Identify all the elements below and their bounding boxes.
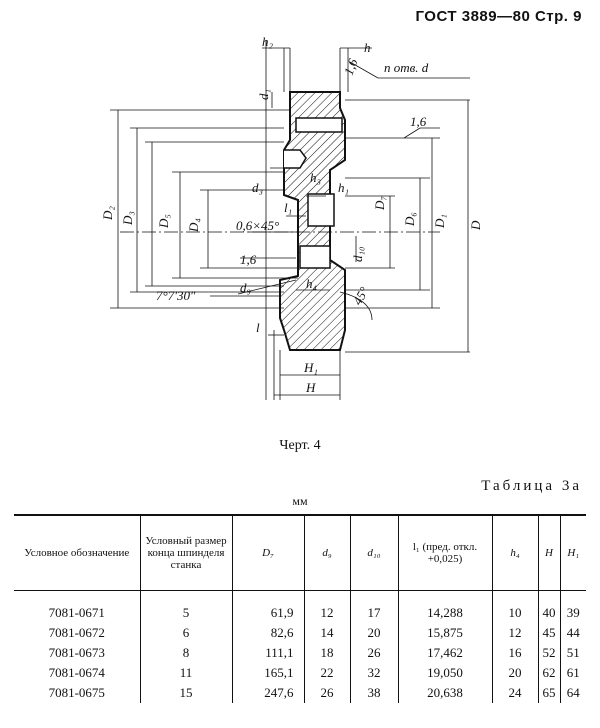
header-d10: d₁₀ <box>349 514 398 591</box>
cell: 24 <box>491 683 538 703</box>
cell: 32 <box>349 663 398 683</box>
cell: 82,6 <box>231 623 304 643</box>
label-h4: h₄ <box>306 276 318 291</box>
cell: 14,288 <box>397 590 492 623</box>
header-D7: D₇ <box>231 514 304 591</box>
cell: 26 <box>349 643 398 663</box>
cell: 20,638 <box>397 683 492 703</box>
table-row: 7081-0674 11 165,1 22 32 19,050 20 62 61 <box>14 663 586 683</box>
page-header: ГОСТ 3889—80 Стр. 9 <box>415 8 582 25</box>
label-taper: 7°7′30″ <box>156 288 196 303</box>
label-holes: n отв. d <box>384 60 429 75</box>
label-D: D <box>468 220 483 231</box>
cell: 11 <box>139 663 232 683</box>
table-row: 7081-0671 5 61,9 12 17 14,288 10 40 39 <box>14 590 586 623</box>
cell: 45 <box>537 623 560 643</box>
label-H: H <box>305 380 316 395</box>
cell: 52 <box>537 643 560 663</box>
label-h1: h₁ <box>338 180 349 195</box>
bore-top <box>295 117 343 133</box>
cell: 18 <box>303 643 350 663</box>
cell: 6 <box>139 623 232 643</box>
cell: 51 <box>559 643 586 663</box>
label-d10: d₁₀ <box>350 246 365 262</box>
figure-caption: Черт. 4 <box>279 438 321 453</box>
cell: 111,1 <box>231 643 304 663</box>
label-D6: D₆ <box>402 212 417 227</box>
cell: 7081-0675 <box>48 685 105 700</box>
cell: 17 <box>349 590 398 623</box>
header-d9: d₉ <box>303 514 350 591</box>
table-unit: мм <box>292 494 308 508</box>
technical-drawing: h₂ h n отв. d 1,6 1,6 1,6 d₁ d₃ h₃ h₁ l₁… <box>100 34 483 400</box>
label-D3: D₃ <box>120 211 135 226</box>
bore-bottom <box>299 245 331 269</box>
cell: 65 <box>537 683 560 703</box>
label-roughness-1: 1,6 <box>341 56 361 77</box>
cell: 14 <box>303 623 350 643</box>
page-number: Стр. 9 <box>534 8 582 25</box>
standard-number: ГОСТ 3889—80 <box>415 8 531 25</box>
cell: 62 <box>537 663 560 683</box>
label-D4: D₄ <box>186 218 201 233</box>
cell: 7081-0673 <box>48 645 105 660</box>
label-h2: h₂ <box>262 34 274 49</box>
cell: 12 <box>303 590 350 623</box>
header-H: H <box>537 514 560 591</box>
header-spindle-size: Условный размер конца шпинделя станка <box>139 514 232 591</box>
label-D1: D₁ <box>432 214 447 229</box>
label-d1: d₁ <box>256 89 271 100</box>
cell: 15 <box>139 683 232 703</box>
cell: 7081-0672 <box>48 625 105 640</box>
table-row: 7081-0672 6 82,6 14 20 15,875 12 45 44 <box>14 623 586 643</box>
cell: 8 <box>139 643 232 663</box>
table-row: 7081-0673 8 111,1 18 26 17,462 16 52 51 <box>14 643 586 663</box>
cell: 247,6 <box>231 683 304 703</box>
label-D7: D₇ <box>372 196 387 211</box>
cell: 26 <box>303 683 350 703</box>
cell: 20 <box>491 663 538 683</box>
label-D5: D₅ <box>156 214 171 229</box>
label-chamfer: 0,6×45° <box>236 218 279 233</box>
table-title: Таблица 3а <box>481 478 582 494</box>
label-roughness-3: 1,6 <box>240 252 257 267</box>
cell: 39 <box>559 590 586 623</box>
cell: 20 <box>349 623 398 643</box>
cell: 15,875 <box>397 623 492 643</box>
header-H1: H₁ <box>559 514 586 591</box>
label-angle: 45° <box>350 284 372 307</box>
label-h3: h₃ <box>310 170 321 185</box>
dimensions-table: Условное обозначение Условный размер кон… <box>14 514 586 703</box>
cell: 19,050 <box>397 663 492 683</box>
cell: 7081-0671 <box>48 605 105 620</box>
label-d3: d₃ <box>252 180 263 195</box>
cell: 12 <box>491 623 538 643</box>
cell: 44 <box>559 623 586 643</box>
cell: 22 <box>303 663 350 683</box>
cell: 5 <box>139 590 232 623</box>
table-header-row: Условное обозначение Условный размер кон… <box>14 514 586 591</box>
label-l: l <box>256 320 260 335</box>
cell: 7081-0674 <box>48 665 105 680</box>
label-l1: l₁ <box>284 200 292 215</box>
label-D2: D₂ <box>100 206 115 221</box>
cell: 16 <box>491 643 538 663</box>
cell: 40 <box>537 590 560 623</box>
label-h: h <box>364 40 371 55</box>
cell: 165,1 <box>231 663 304 683</box>
cell: 10 <box>491 590 538 623</box>
cell: 61 <box>559 663 586 683</box>
cell: 17,462 <box>397 643 492 663</box>
cell: 38 <box>349 683 398 703</box>
cell: 61,9 <box>231 590 304 623</box>
label-H1: H₁ <box>303 360 318 375</box>
header-designation: Условное обозначение <box>14 514 140 591</box>
header-l1: l₁ (пред. откл. +0,025) <box>397 514 492 591</box>
cell: 64 <box>559 683 586 703</box>
label-roughness-2: 1,6 <box>410 114 427 129</box>
bore-middle <box>307 193 335 227</box>
header-h4: h₄ <box>491 514 538 591</box>
label-d9: d₉ <box>240 280 251 295</box>
table-row: 7081-0675 15 247,6 26 38 20,638 24 65 64 <box>14 683 586 703</box>
